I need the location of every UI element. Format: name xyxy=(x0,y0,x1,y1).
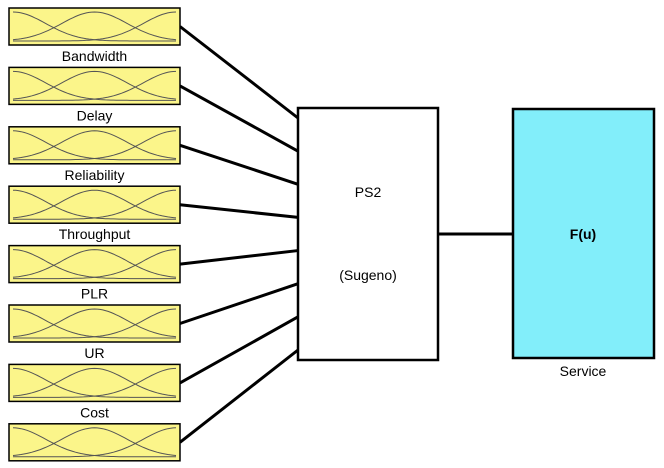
input-box xyxy=(8,66,181,106)
input-connector xyxy=(179,348,299,444)
membership-curve xyxy=(13,11,177,42)
input-box xyxy=(8,7,181,46)
membership-curve xyxy=(12,11,177,41)
input-variable: UR xyxy=(8,304,181,361)
input-variable: Throughput xyxy=(8,185,181,242)
membership-curve xyxy=(12,130,177,159)
input-connectors xyxy=(179,25,299,444)
input-connector xyxy=(179,203,299,219)
output-label: Service xyxy=(560,363,607,379)
output-block: F(u) Service xyxy=(511,107,656,379)
input-connector xyxy=(179,25,299,120)
membership-curve xyxy=(13,427,177,458)
input-connector xyxy=(179,84,299,153)
membership-curve xyxy=(13,367,177,398)
input-label: Delay xyxy=(77,107,113,123)
membership-curve xyxy=(12,427,177,456)
input-box xyxy=(8,363,181,403)
input-label: Throughput xyxy=(59,226,131,242)
membership-curve xyxy=(13,249,177,280)
input-connector xyxy=(179,315,299,385)
input-connector xyxy=(179,249,299,266)
output-function-box xyxy=(511,107,656,360)
system-method: (Sugeno) xyxy=(339,267,397,283)
input-variable: Bandwidth xyxy=(8,7,181,64)
output-function: F(u) xyxy=(570,226,596,242)
membership-curve xyxy=(13,130,177,161)
system-name: PS2 xyxy=(355,184,382,200)
membership-curve xyxy=(12,189,177,219)
input-label: Cost xyxy=(80,404,109,420)
fis-system-block: PS2 (Sugeno) xyxy=(296,106,440,362)
input-connector xyxy=(179,143,299,186)
input-label: Bandwidth xyxy=(62,48,127,64)
input-label: UR xyxy=(84,345,104,361)
membership-curve xyxy=(13,70,177,101)
membership-curve xyxy=(12,249,177,278)
input-box xyxy=(8,126,181,165)
membership-curve xyxy=(12,367,177,397)
membership-curve xyxy=(13,189,177,220)
input-box xyxy=(8,423,181,462)
input-label: Reliability xyxy=(65,167,125,183)
input-box xyxy=(8,185,181,224)
input-variable: PLR xyxy=(8,244,181,302)
input-variable: Cost xyxy=(8,363,181,420)
membership-curve xyxy=(12,70,177,100)
input-connector xyxy=(179,282,299,325)
input-variable xyxy=(8,423,181,462)
input-box xyxy=(8,304,181,343)
membership-curve xyxy=(12,308,177,338)
input-variable: Delay xyxy=(8,66,181,123)
input-label: PLR xyxy=(81,286,108,302)
input-variable: Reliability xyxy=(8,126,181,183)
fis-system-box xyxy=(296,106,440,362)
membership-curve xyxy=(13,308,177,339)
input-box xyxy=(8,244,181,284)
